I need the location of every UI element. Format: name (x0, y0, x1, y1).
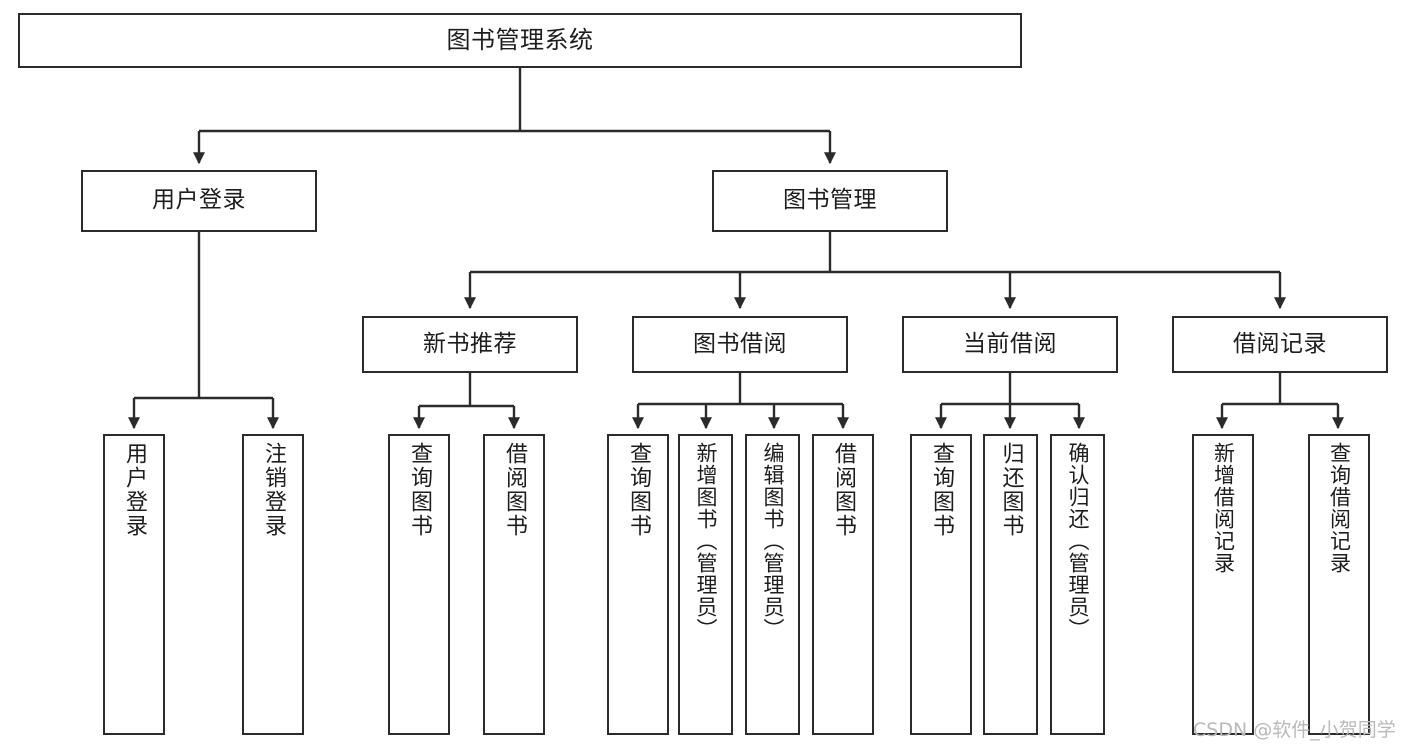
leaf-add-book-admin[interactable]: 新增图书（管理员） (678, 434, 733, 735)
node-label: 归还图书 (998, 442, 1024, 538)
node-label: 图书借阅 (693, 330, 787, 357)
leaf-confirm-return-admin[interactable]: 确认归还（管理员） (1050, 434, 1105, 735)
node-label: 查询图书 (929, 442, 954, 538)
leaf-add-borrow-record[interactable]: 新增借阅记录 (1192, 434, 1254, 735)
node-root-system[interactable]: 图书管理系统 (18, 13, 1022, 68)
node-book-management[interactable]: 图书管理 (712, 170, 948, 232)
node-label: 编辑图书（管理员） (761, 442, 785, 640)
node-label: 查询图书 (626, 442, 651, 538)
node-label: 当前借阅 (963, 330, 1057, 357)
node-label: 新增借阅记录 (1211, 442, 1236, 574)
node-borrow-records[interactable]: 借阅记录 (1172, 316, 1388, 373)
node-new-book-recommend[interactable]: 新书推荐 (362, 316, 578, 373)
node-label: 用户登录 (122, 442, 147, 538)
node-label: 查询图书 (407, 442, 432, 538)
leaf-borrow-book[interactable]: 借阅图书 (812, 434, 874, 735)
csdn-watermark: CSDN @软件_小贺同学 (1193, 719, 1396, 741)
leaf-query-borrow-record[interactable]: 查询借阅记录 (1308, 434, 1370, 735)
leaf-borrow-book-new[interactable]: 借阅图书 (483, 434, 545, 735)
node-label: 新书推荐 (423, 330, 517, 357)
node-label: 图书管理系统 (446, 26, 594, 55)
node-label: 新增图书（管理员） (694, 442, 718, 640)
leaf-query-book-new[interactable]: 查询图书 (388, 434, 450, 735)
leaf-query-book-current[interactable]: 查询图书 (910, 434, 972, 735)
node-label: 借阅图书 (831, 442, 856, 538)
leaf-edit-book-admin[interactable]: 编辑图书（管理员） (745, 434, 800, 735)
leaf-logout-login[interactable]: 注销登录 (242, 434, 304, 735)
node-current-borrow[interactable]: 当前借阅 (902, 316, 1118, 373)
node-book-borrow[interactable]: 图书借阅 (632, 316, 848, 373)
node-label: 注销登录 (261, 442, 286, 538)
node-label: 用户登录 (152, 187, 246, 214)
leaf-query-book-borrow[interactable]: 查询图书 (607, 434, 669, 735)
leaf-return-book[interactable]: 归还图书 (983, 434, 1038, 735)
node-label: 借阅图书 (502, 442, 527, 538)
node-label: 查询借阅记录 (1327, 442, 1352, 574)
leaf-user-login[interactable]: 用户登录 (103, 434, 165, 735)
node-label: 借阅记录 (1233, 330, 1327, 357)
node-label: 确认归还（管理员） (1066, 442, 1090, 640)
node-user-login[interactable]: 用户登录 (81, 170, 317, 232)
node-label: 图书管理 (783, 187, 877, 214)
